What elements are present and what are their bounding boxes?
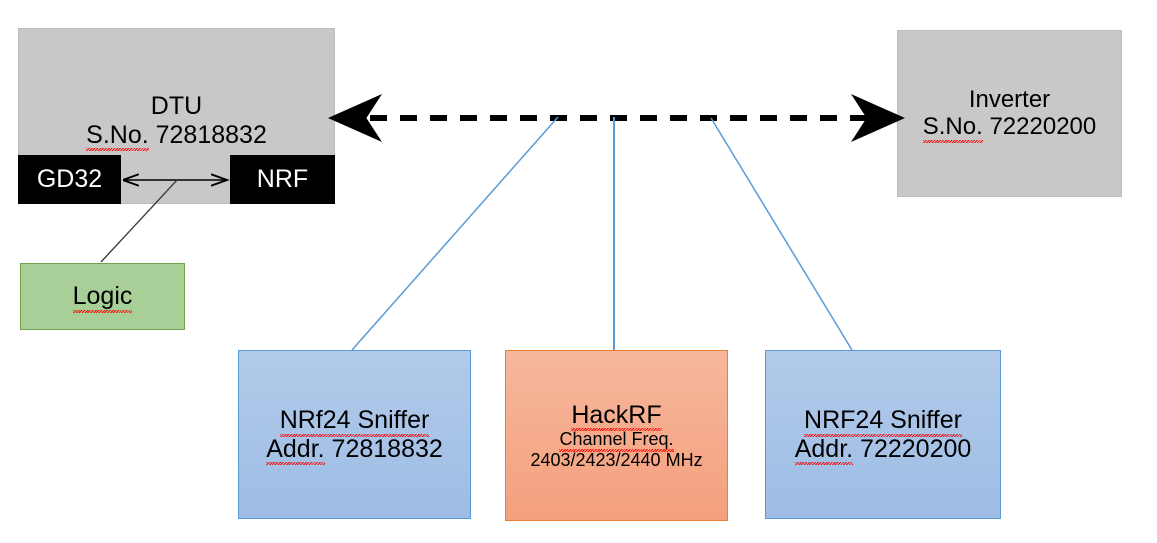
inverter-serial-prefix: S.No. [922, 113, 983, 144]
gd32-chip-label: GD32 [36, 165, 103, 193]
sniffer-left-addr-prefix: Addr. [266, 434, 325, 465]
nrf-chip-label: NRF [256, 165, 309, 193]
dtu-serial-prefix: S.No. [86, 120, 149, 151]
sniffer-right-box[interactable]: NRF24 Sniffer Addr. 72220200 [765, 350, 1001, 519]
hackrf-box[interactable]: HackRF Channel Freq. 2403/2423/2440 MHz [505, 350, 728, 521]
sniffer-right-addr-line: Addr. 72220200 [794, 434, 972, 465]
sniffer-left-title-text: NRf24 Sniffer [279, 406, 430, 436]
inverter-title: Inverter [968, 86, 1051, 113]
sniffer-left-tap-link [351, 116, 559, 351]
sniffer-left-addr-value: 72818832 [331, 434, 443, 463]
hackrf-title: HackRF [571, 400, 662, 431]
hackrf-channel-label: Channel Freq. [559, 429, 674, 452]
sniffer-right-tap-link [710, 117, 853, 351]
sniffer-left-box[interactable]: NRf24 Sniffer Addr. 72818832 [238, 350, 471, 519]
logic-analyzer-box[interactable]: Logic [20, 263, 185, 330]
sniffer-right-addr-value: 72220200 [860, 434, 972, 463]
sniffer-right-title: NRF24 Sniffer [804, 406, 962, 436]
hackrf-channel-label-text: Channel Freq. [559, 429, 674, 452]
inverter-serial-value: 72220200 [989, 113, 1097, 141]
inverter-serial-line: S.No. 72220200 [922, 113, 1097, 144]
logic-analyzer-label: Logic [72, 282, 133, 313]
nrf-chip-box[interactable]: NRF [230, 155, 335, 204]
dtu-serial-line: S.No. 72818832 [86, 120, 267, 151]
dtu-serial-value: 72818832 [155, 120, 267, 149]
sniffer-left-addr-line: Addr. 72818832 [266, 434, 443, 465]
hackrf-title-text: HackRF [571, 400, 662, 431]
sniffer-right-addr-prefix: Addr. [794, 434, 854, 465]
gd32-chip-box[interactable]: GD32 [18, 155, 121, 204]
dtu-title: DTU [150, 92, 203, 120]
inverter-box[interactable]: Inverter S.No. 72220200 [897, 30, 1122, 197]
sniffer-left-title: NRf24 Sniffer [279, 406, 430, 436]
hackrf-frequencies: 2403/2423/2440 MHz [530, 449, 703, 470]
sniffer-right-title-text: NRF24 Sniffer [804, 406, 962, 436]
